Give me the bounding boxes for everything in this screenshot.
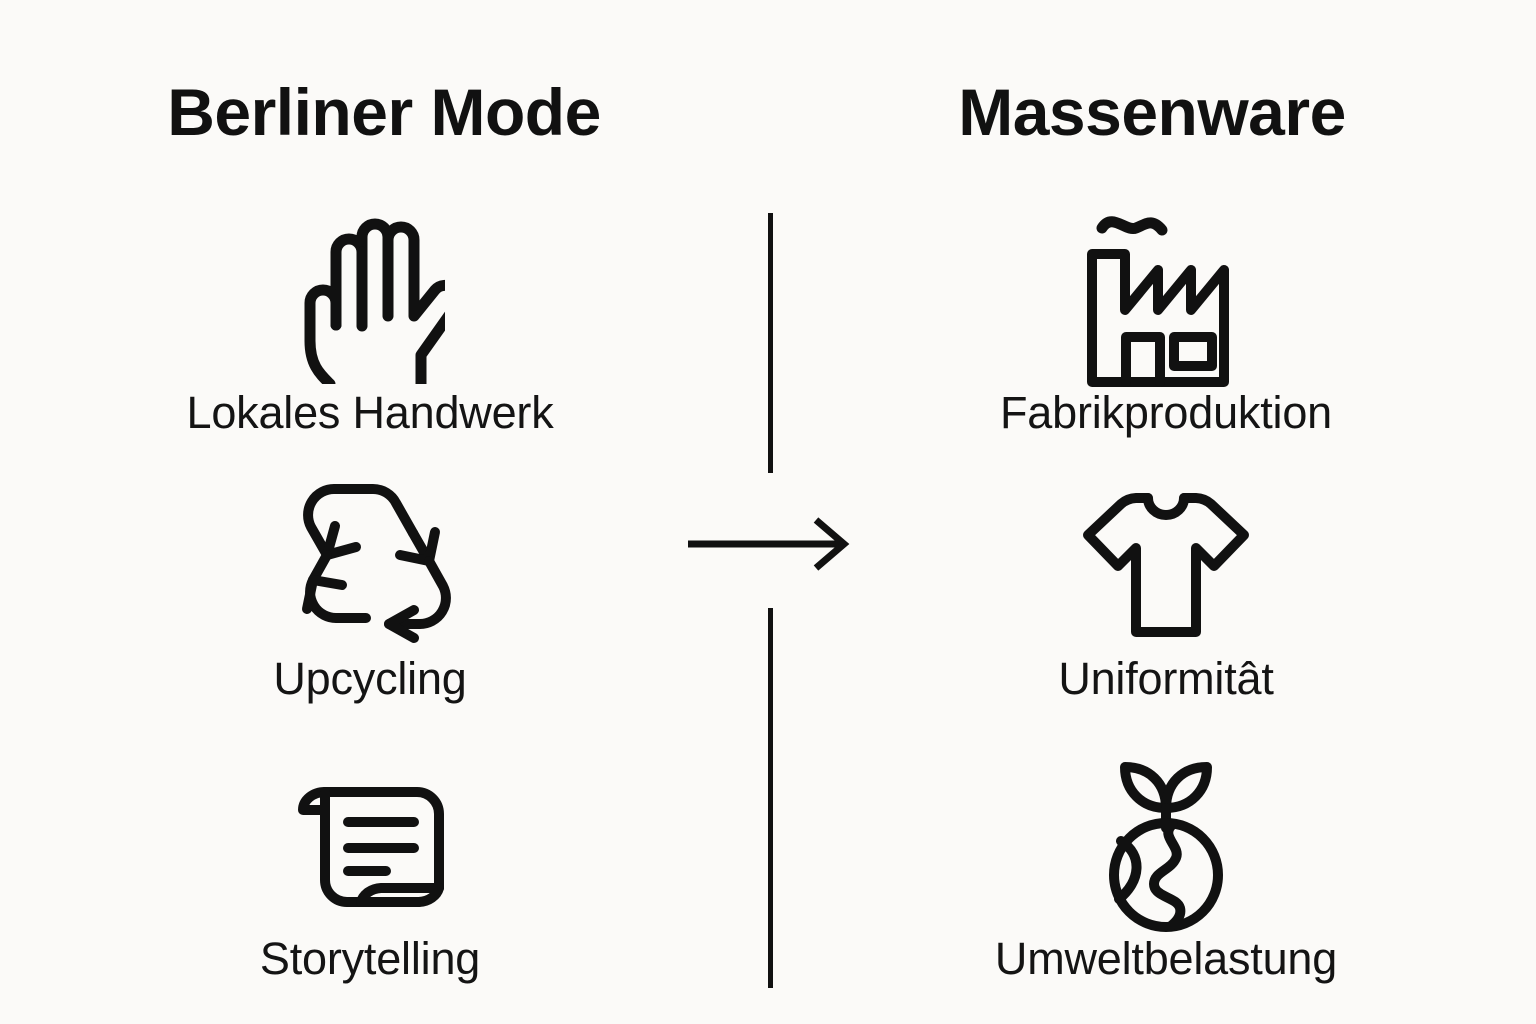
list-item: Umweltbelastung: [816, 748, 1516, 1016]
hand-icon: [295, 196, 445, 392]
list-item: Storytelling: [20, 748, 720, 1016]
factory-icon: [1080, 196, 1252, 392]
list-item: Upcycling: [20, 468, 720, 736]
right-arrow-icon: [684, 512, 854, 576]
column-berliner-mode: Lokales Handwerk Upcycling: [20, 196, 720, 1016]
list-item-label: Uniformitât: [1058, 653, 1274, 704]
column-title-left: Berliner Mode: [167, 75, 601, 149]
list-item: Uniformitât: [816, 468, 1516, 736]
vertical-divider-bottom: [768, 608, 773, 988]
recycle-icon: [283, 468, 458, 658]
list-item-label: Lokales Handwerk: [186, 387, 554, 438]
tshirt-icon: [1078, 468, 1254, 658]
vertical-divider-top: [768, 213, 773, 473]
list-item-label: Upcycling: [273, 653, 467, 704]
list-item: Lokales Handwerk: [20, 196, 720, 464]
column-title-right: Massenware: [958, 75, 1346, 149]
column-massenware: Fabrikproduktion Uniformitât: [816, 196, 1516, 1016]
list-item-label: Storytelling: [259, 933, 481, 984]
scroll-icon: [282, 748, 458, 938]
list-item: Fabrikproduktion: [816, 196, 1516, 464]
globe-leaf-icon: [1081, 748, 1251, 938]
list-item-label: Umweltbelastung: [994, 933, 1338, 984]
list-item-label: Fabrikproduktion: [1000, 387, 1332, 438]
